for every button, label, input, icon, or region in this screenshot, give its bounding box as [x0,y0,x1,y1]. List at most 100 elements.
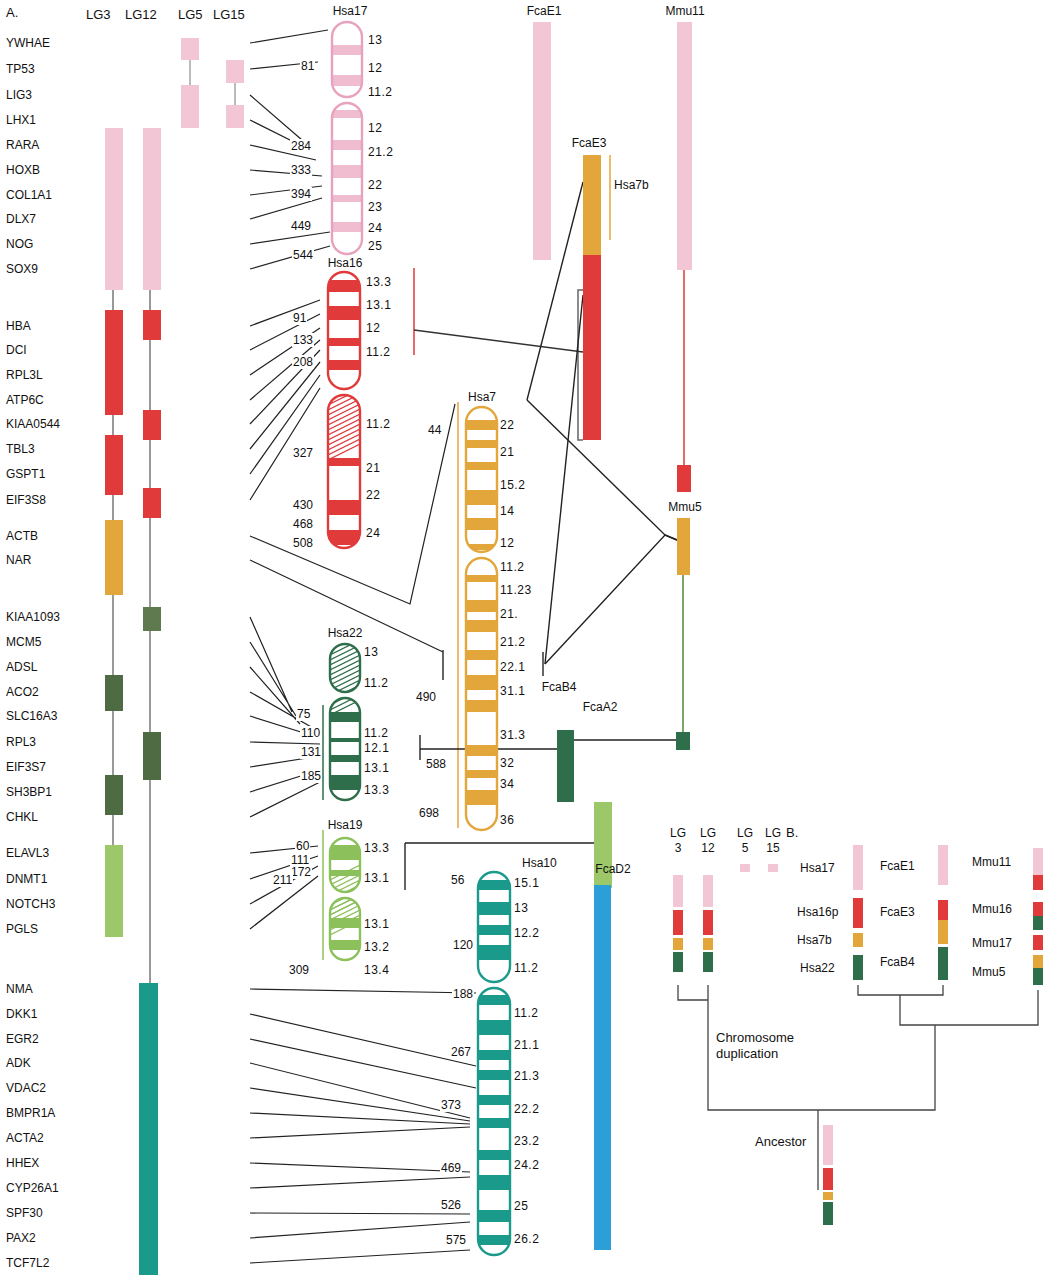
drawing-stroke [332,222,362,232]
chromosome-shape [524,4,564,262]
drawing-stroke [478,925,510,935]
drawing-stroke [478,1095,510,1105]
drawing-stroke [478,1118,510,1128]
chromosome-name: Hsa10 [522,856,557,870]
band-label: 12 [500,536,514,550]
drawing-stroke [330,738,360,742]
band-label: 11.2 [368,85,392,99]
drawing-stroke [853,898,863,928]
gene-label: NAR [6,553,31,567]
drawing-stroke [328,272,360,548]
band-label: 22 [368,178,382,192]
gene-label: COL1A1 [6,188,52,202]
band-label: 21. [500,607,518,621]
band-label: 15.2 [500,478,525,492]
drawing-stroke [768,864,778,872]
drawing-stroke [938,900,948,920]
drawing-stroke [1033,902,1043,916]
chromosome: FcaE3 [566,136,612,442]
band-label: 13.3 [364,841,389,855]
drawing-stroke [457,402,459,828]
drawing-stroke [328,360,360,370]
band-label: 13.3 [364,783,389,797]
chromosome-shape [578,700,622,890]
drawing-stroke [466,490,497,505]
drawing-stroke [328,272,360,389]
drawing-stroke [466,770,497,778]
drawing-stroke [105,128,123,290]
drawing-stroke [466,650,497,660]
chromosome-shape [590,862,636,1252]
drawing-stroke [478,902,510,915]
drawing-stroke [673,938,683,950]
drawing-stroke [328,338,360,346]
chromosome-shape [320,256,370,550]
drawing-stroke [853,955,863,980]
drawing-stroke [478,880,510,1245]
drawing-stroke [143,128,161,290]
group-label: LG 12 [698,826,718,856]
group-label: LG 5 [735,826,755,856]
position-number: 430 [292,498,314,512]
drawing-stroke [740,864,750,872]
gene-label: SPF30 [6,1206,43,1220]
band-label: 11.2 [364,726,388,740]
drawing-stroke [478,872,510,982]
drawing-stroke [478,872,510,982]
gene-label: TBL3 [6,442,35,456]
gene-label: KIAA0544 [6,417,60,431]
drawing-stroke [466,462,497,470]
gene-label: HHEX [6,1156,39,1170]
brackets [323,155,691,960]
position-number: 309 [288,963,310,977]
drawing-stroke [938,845,948,885]
gene-label: RARA [6,138,39,152]
gene-label: ACTA2 [6,1131,44,1145]
drawing-stroke [332,75,362,86]
drawing-stroke [143,732,161,780]
drawing-stroke [332,45,362,55]
drawing-stroke [328,272,360,548]
drawing-stroke [330,644,360,800]
position-number: 110 [300,726,321,740]
drawing-stroke [330,920,360,935]
drawing-stroke [823,1192,833,1200]
band-label: 13.3 [366,275,391,289]
panel-label: Ancestor [755,1135,806,1149]
linkage-groups [105,38,244,1275]
drawing-stroke [442,650,444,680]
band-label: 13 [368,33,382,47]
position-number: 131 [300,745,322,759]
gene-label: SLC16A3 [6,709,57,723]
gene-label: FcaB4 [880,955,915,969]
band-label: 36 [500,813,514,827]
chromosome: Mmu11 [662,4,708,494]
gene-label: YWHAE [6,36,50,50]
drawing-stroke [328,280,360,545]
band-label: 13.4 [364,963,389,977]
chromosome-shape [566,136,612,442]
drawing-stroke [466,558,497,830]
band-label: 13.1 [364,917,389,931]
position-number: 575 [445,1233,467,1247]
drawing-stroke [332,22,362,254]
position-number: 188 [452,987,474,1001]
gene-label: CHKL [6,810,38,824]
drawing-stroke [105,675,123,711]
drawing-stroke [235,83,236,105]
band-label: 22.2 [514,1102,539,1116]
gene-label: NOG [6,237,33,251]
drawing-stroke [703,952,713,972]
gene-label: EIF3S7 [6,760,46,774]
band-label: 22 [500,418,514,432]
position-number: 588 [425,757,447,771]
gene-label: HBA [6,319,31,333]
chromosome-name: Hsa22 [322,626,368,640]
drawing-stroke [330,845,360,860]
drawing-stroke [703,938,713,950]
band-label: 13.1 [364,871,389,885]
drawing-stroke [466,600,497,612]
chromosome-name: Hsa16 [320,256,370,270]
